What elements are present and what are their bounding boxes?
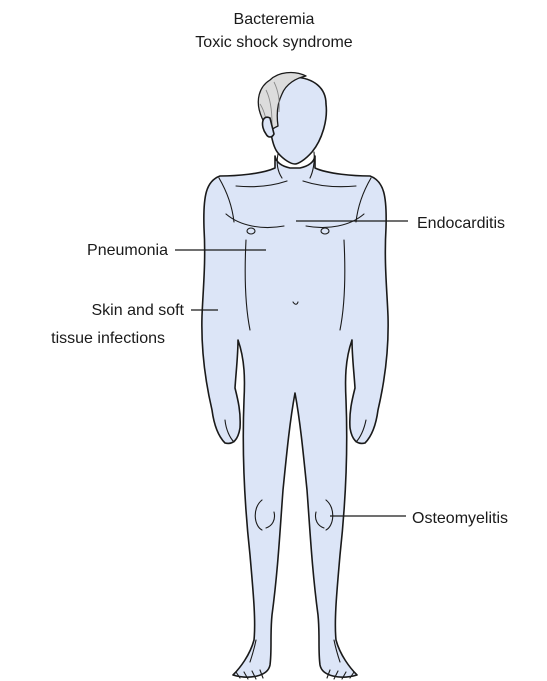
body-silhouette (202, 156, 388, 677)
